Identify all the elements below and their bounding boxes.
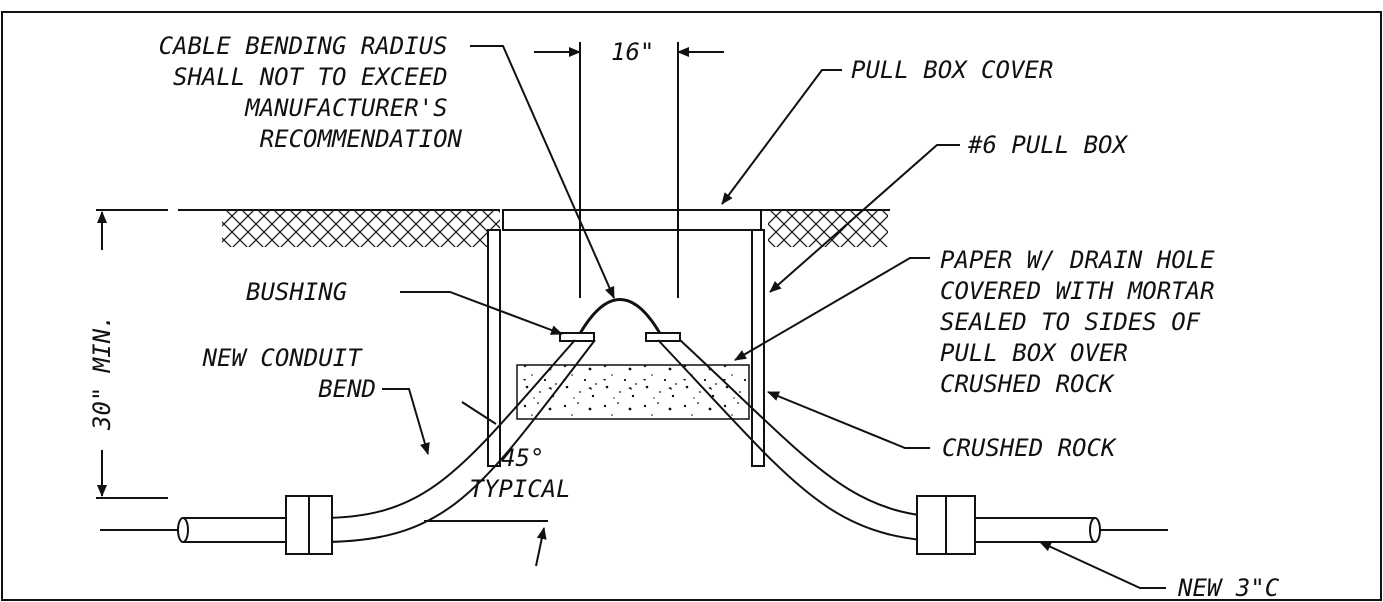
dimension-16-inch [534,42,724,298]
conduit-right [657,339,1168,555]
label-dimension-30-min: 30" MIN. [88,314,116,431]
pull-box-cover [502,209,762,231]
ground-surface [178,209,890,247]
conduit-left [100,339,596,555]
label-pull-box-cover: PULL BOX COVER [851,56,1053,84]
bushing-right [645,332,681,342]
earth-hatch-left [222,211,500,247]
label-dimension-16: 16" [611,38,654,66]
label-paper-drain: PAPER W/ DRAIN HOLE COVERED WITH MORTAR … [940,246,1229,398]
label-crushed-rock: CRUSHED ROCK [942,434,1117,462]
label-new-conduit-bend: NEW CONDUIT BEND [202,344,376,403]
leader-lines [382,45,1166,589]
bushing-left [559,332,595,342]
label-pull-box: #6 PULL BOX [967,131,1128,159]
label-new-3-conduit: NEW 3"C [1177,574,1280,602]
cable-bend [576,298,664,338]
pull-box-walls [487,229,765,467]
angle-marks [424,401,548,567]
pull-box-wall-right [751,229,765,467]
conduit-end-left [177,517,189,543]
dimension-30-inch [96,209,168,499]
conduit-end-right [1089,517,1101,543]
label-cable-radius: CABLE BENDING RADIUS SHALL NOT TO EXCEED… [159,32,463,153]
sheet-border [1,11,1382,601]
label-bushing: BUSHING [246,278,347,306]
label-45-typical: 45° TYPICAL [469,444,570,503]
